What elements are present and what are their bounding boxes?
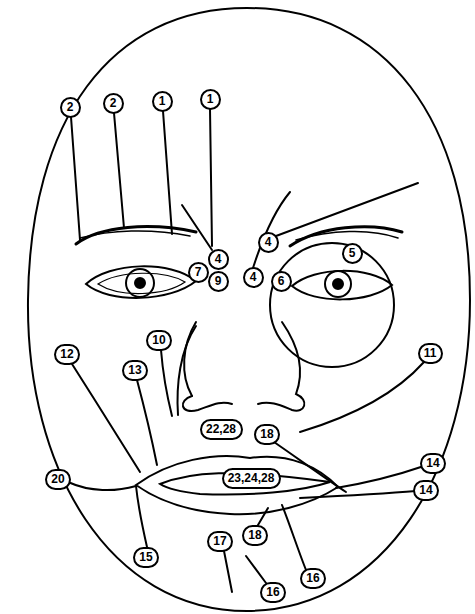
callout-number: 20 [45, 469, 71, 490]
callout-number: 13 [122, 360, 148, 381]
callout-number: 1 [200, 89, 221, 110]
callout-number: 4 [243, 267, 264, 288]
callout-number: 1 [152, 91, 173, 112]
callout-number: 18 [254, 424, 280, 445]
callout-number: 17 [207, 531, 233, 552]
callout-number: 16 [260, 582, 286, 603]
callout-number: 7 [188, 262, 209, 283]
callout-number: 5 [342, 243, 363, 264]
callout-number: 16 [300, 568, 326, 589]
callout-number: 15 [133, 547, 159, 568]
callout-number: 23,24,28 [222, 468, 281, 489]
callout-number: 9 [208, 271, 229, 292]
callout-number: 11 [418, 343, 443, 364]
callout-number: 2 [103, 93, 124, 114]
callout-number: 14 [420, 453, 446, 474]
callout-number: 22,28 [200, 419, 243, 440]
callout-number: 14 [413, 480, 439, 501]
callout-number: 6 [271, 271, 292, 292]
callout-number: 4 [208, 249, 229, 270]
callout-number: 10 [146, 330, 172, 351]
callout-number: 4 [258, 232, 279, 253]
callout-number: 18 [242, 525, 268, 546]
callout-number: 12 [54, 344, 80, 365]
callout-number: 2 [60, 97, 81, 118]
